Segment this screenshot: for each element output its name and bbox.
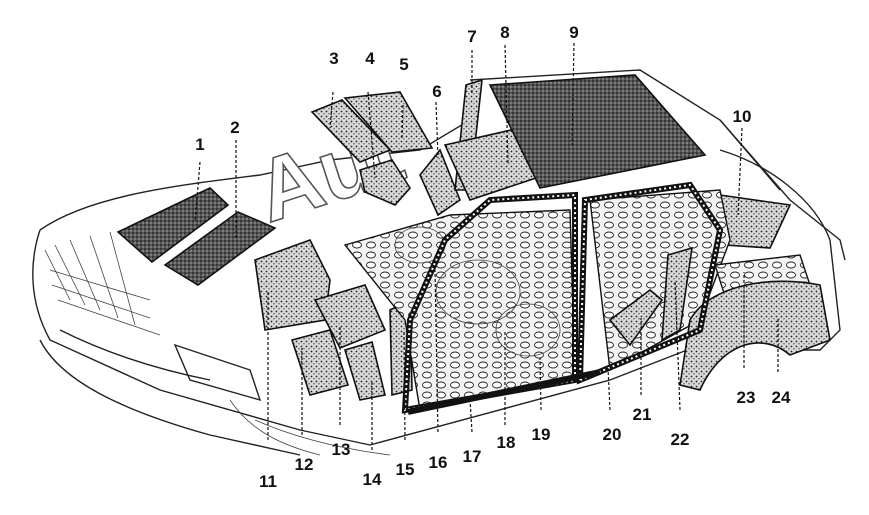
- part-14-pad: [344, 340, 386, 401]
- callout-20: 20: [603, 425, 622, 444]
- callout-16: 16: [429, 453, 448, 472]
- callout-10: 10: [733, 107, 752, 126]
- callout-8: 8: [500, 23, 509, 42]
- part-17-sill-seal: [407, 369, 601, 415]
- leader-lines: [194, 42, 779, 450]
- part-4-box: [359, 159, 411, 206]
- part-12-pad: [290, 329, 350, 396]
- callout-3: 3: [329, 49, 338, 68]
- callout-12: 12: [295, 455, 314, 474]
- callout-7: 7: [467, 27, 476, 46]
- callout-labels: 1 2 3 4 5 6 7 8 9 10 11 12 13 14 15 16 1…: [195, 23, 791, 491]
- callout-4: 4: [365, 49, 375, 68]
- callout-9: 9: [569, 23, 578, 42]
- part-9-roof-pad: [488, 74, 707, 189]
- callout-21: 21: [633, 405, 652, 424]
- callout-1: 1: [195, 135, 204, 154]
- callout-24: 24: [772, 388, 791, 407]
- callout-2: 2: [230, 118, 239, 137]
- part-5-cowl-pad: [343, 91, 434, 153]
- part-11-firewall: [254, 239, 331, 331]
- part-24-wheel-liner: [679, 280, 831, 391]
- callout-19: 19: [532, 425, 551, 444]
- callout-22: 22: [671, 430, 690, 449]
- callout-11: 11: [259, 472, 277, 491]
- callout-5: 5: [399, 55, 408, 74]
- part-13-pad: [313, 284, 387, 350]
- callout-14: 14: [363, 470, 382, 489]
- insulation-parts: [116, 74, 831, 415]
- callout-13: 13: [332, 440, 351, 459]
- part-6-pillar: [419, 148, 461, 217]
- callout-17: 17: [463, 447, 482, 466]
- callout-6: 6: [432, 82, 441, 101]
- part-2-hood-pad: [163, 211, 277, 286]
- callout-15: 15: [396, 460, 415, 479]
- part-1-hood-pad: [116, 187, 230, 264]
- callout-18: 18: [497, 433, 516, 452]
- part-21-pad: [608, 288, 664, 347]
- part-22-pad: [661, 246, 693, 342]
- callout-23: 23: [737, 388, 756, 407]
